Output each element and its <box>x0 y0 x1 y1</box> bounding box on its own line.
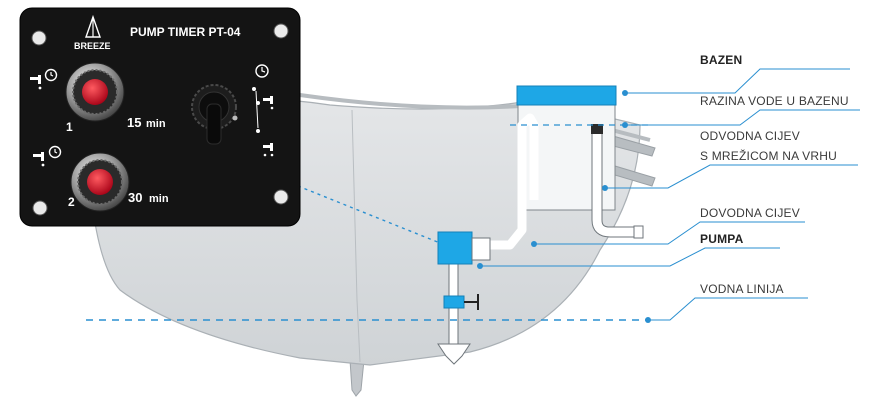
callout-labels: BAZEN RAZINA VODE U BAZENU ODVODNA CIJEV… <box>700 53 849 296</box>
through-hull-strainer <box>437 343 471 365</box>
timer-knob-2[interactable] <box>70 152 130 212</box>
pump-head <box>471 237 491 261</box>
brand-text: BREEZE <box>74 41 111 51</box>
switch-faucet-icon-bottom <box>263 143 274 157</box>
knob-2-number: 2 <box>68 195 75 209</box>
label-pumpa: PUMPA <box>700 232 744 246</box>
panel-screws <box>31 23 289 216</box>
drain-strainer <box>591 124 603 134</box>
odvodna-leader <box>605 164 858 189</box>
dovodna-leader <box>534 221 805 245</box>
keel <box>349 359 365 397</box>
switch-faucet-icon-top <box>263 96 274 110</box>
toggle-lever[interactable] <box>206 103 222 145</box>
timer-knob-1[interactable] <box>65 62 125 122</box>
label-bazen: BAZEN <box>700 53 742 67</box>
pump-motor <box>437 231 473 265</box>
knob-2-time: 30 <box>128 190 142 205</box>
pump <box>437 231 491 365</box>
drain-outlet <box>633 225 644 239</box>
faucet-clock-icon-2 <box>33 145 62 167</box>
panel-pump-connector <box>297 185 441 244</box>
razina-leader <box>625 109 860 126</box>
panel-title: PUMP TIMER PT-04 <box>130 25 241 39</box>
pump-timer-panel: BREEZE PUMP TIMER PT-04 1 15 min 2 30 mi… <box>19 7 301 227</box>
faucet-clock-icon-1 <box>30 68 58 90</box>
drain-pipe <box>591 124 644 239</box>
pumpa-leader <box>480 247 780 267</box>
label-vodna: VODNA LINIJA <box>700 282 784 296</box>
toggle-switch[interactable] <box>191 84 238 145</box>
leader-lines <box>86 68 860 323</box>
deck-rail <box>299 93 651 142</box>
label-dovodna: DOVODNA CIJEV <box>700 206 800 220</box>
label-odvodna-2: S MREŽICOM NA VRHU <box>700 148 837 163</box>
switch-clock-icon <box>255 64 269 78</box>
knob-1-number: 1 <box>66 120 73 134</box>
label-razina: RAZINA VODE U BAZENU <box>700 94 849 108</box>
knob-1-unit: min <box>146 118 166 130</box>
knob-2-red-cap <box>87 169 113 195</box>
switch-position-dots <box>252 87 260 133</box>
seacock-valve <box>443 295 465 309</box>
vodna-leader <box>648 297 808 321</box>
tank-lid <box>516 85 617 106</box>
knob-1-red-cap <box>82 79 108 105</box>
label-odvodna-1: ODVODNA CIJEV <box>700 129 800 143</box>
knob-2-unit: min <box>149 193 169 205</box>
hull-ridge <box>351 109 361 363</box>
breeze-logo: BREEZE <box>74 14 111 51</box>
knob-1-time: 15 <box>127 115 141 130</box>
bazen-leader <box>625 68 850 94</box>
